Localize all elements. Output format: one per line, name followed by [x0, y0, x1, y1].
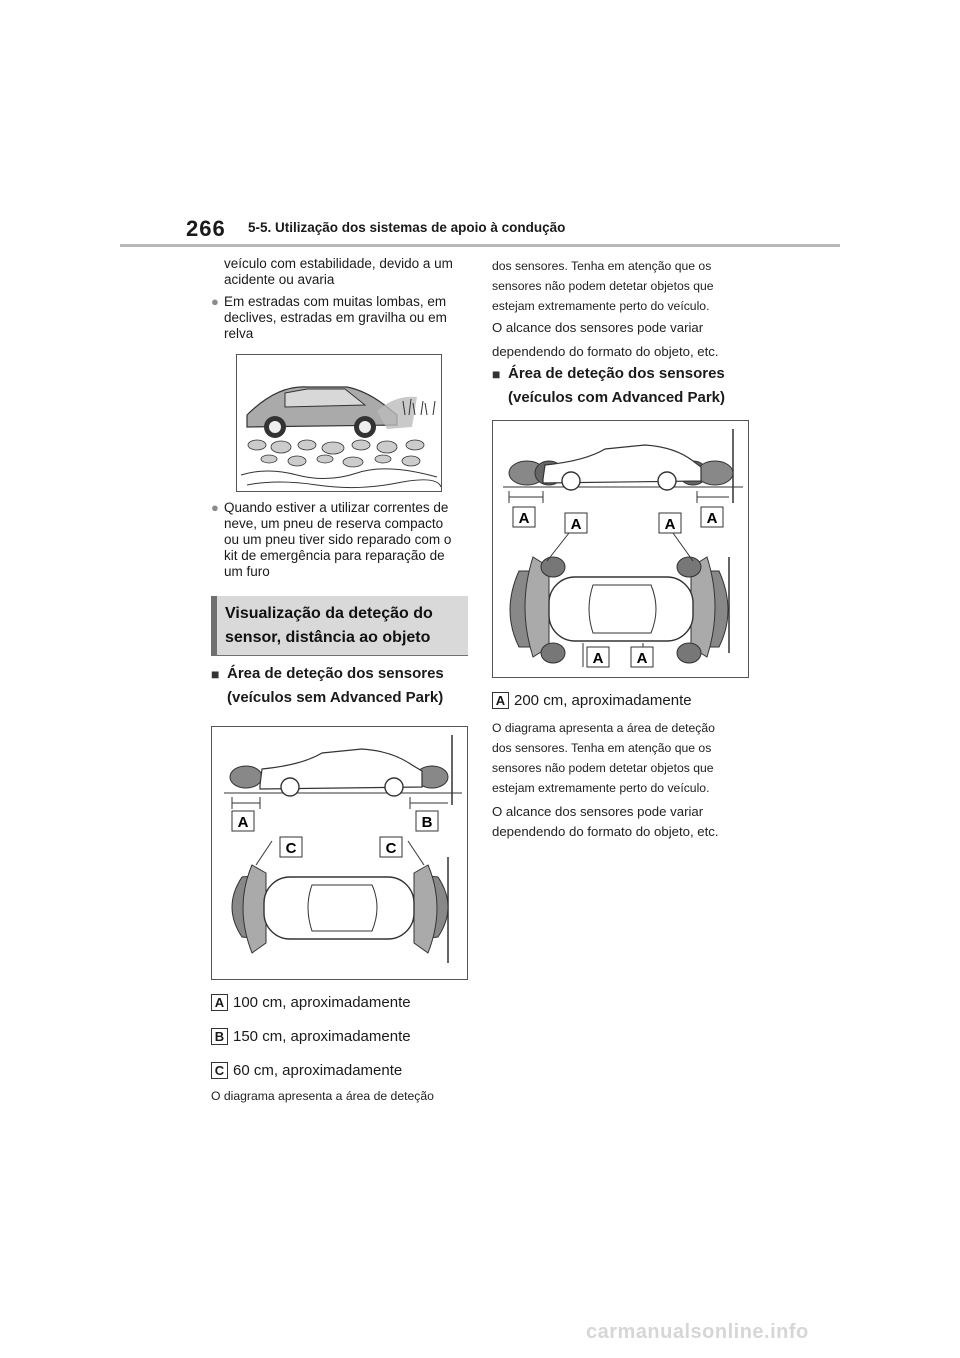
square-bullet-icon: ■ — [492, 366, 501, 382]
text-line: relva — [224, 326, 254, 341]
text-line: O alcance dos sensores pode variar — [492, 804, 704, 819]
text-line: declives, estradas em gravilha ou em — [224, 310, 447, 325]
label-c: C — [386, 840, 397, 857]
text-line: veículo com estabilidade, devido a um — [224, 256, 453, 271]
bullet-dot-icon: ● — [211, 294, 219, 309]
text-line: O diagrama apresenta a área de deteção — [492, 721, 715, 735]
label-a: A — [707, 510, 718, 527]
legend-advanced: A 200 cm, aproximadamente — [492, 690, 692, 710]
text-line: kit de emergência para reparação de — [224, 548, 445, 563]
range-note: O alcance dos sensores pode variar depen… — [492, 318, 752, 362]
watermark: carmanualsonline.info — [586, 1321, 809, 1343]
figure-sensor-area-advanced-park: A A A A A A — [492, 420, 749, 678]
subheading-with-advanced-park: ■ Área de deteção dos sensores (veículos… — [492, 362, 754, 410]
legend-key-b: B — [211, 1027, 228, 1045]
legend-item: B 150 cm, aproximadamente — [211, 1026, 411, 1046]
legend-item: A 200 cm, aproximadamente — [492, 690, 692, 710]
diagram-note-start: O diagrama apresenta a área de deteção — [211, 1089, 434, 1103]
page-number: 266 — [186, 216, 226, 241]
label-a: A — [238, 814, 249, 831]
label-b: B — [422, 814, 433, 831]
figure-rough-terrain — [236, 354, 442, 492]
legend-text: 150 cm, aproximadamente — [233, 1027, 411, 1045]
heading-line: Visualização da deteção do — [225, 605, 433, 622]
legend-item: A 100 cm, aproximadamente — [211, 992, 411, 1012]
heading-line: sensor, distância ao objeto — [225, 629, 431, 646]
label-a: A — [637, 650, 648, 667]
text-line: estejam extremamente perto do veículo. — [492, 299, 710, 313]
diagram-note: O diagrama apresenta a área de deteção d… — [492, 718, 752, 798]
legend-key-a: A — [492, 691, 509, 709]
text-line: ou um pneu tiver sido reparado com o — [224, 532, 452, 547]
text-line: Quando estiver a utilizar correntes de — [224, 500, 449, 515]
legend-text: 60 cm, aproximadamente — [233, 1061, 403, 1079]
text-line: dependendo do formato do objeto, etc. — [492, 344, 719, 359]
label-a: A — [571, 516, 582, 533]
subheading-without-advanced-park: ■ Área de deteção dos sensores (veículos… — [211, 662, 473, 710]
text-line: dependendo do formato do objeto, etc. — [492, 824, 719, 839]
rough-terrain-illustration — [240, 386, 441, 489]
text-line: sensores não podem detetar objetos que — [492, 761, 714, 775]
paragraph-continuation: veículo com estabilidade, devido a um ac… — [224, 256, 474, 288]
diagram-note-continuation: dos sensores. Tenha em atenção que os se… — [492, 256, 752, 316]
bullet-snow-chains: ● Quando estiver a utilizar correntes de… — [211, 500, 473, 580]
legend-text: 100 cm, aproximadamente — [233, 993, 411, 1011]
legend-standard: A 100 cm, aproximadamente B 150 cm, apro… — [211, 992, 411, 1080]
text-line: acidente ou avaria — [224, 272, 335, 287]
square-bullet-icon: ■ — [211, 666, 220, 682]
legend-item: C 60 cm, aproximadamente — [211, 1060, 411, 1080]
header-rule — [120, 244, 840, 247]
text-line: neve, um pneu de reserva compacto — [224, 516, 444, 531]
range-note-2: O alcance dos sensores pode variar depen… — [492, 802, 752, 842]
text-line: O alcance dos sensores pode variar — [492, 320, 704, 335]
section-title: 5-5. Utilização dos sistemas de apoio à … — [248, 220, 566, 235]
bullet-dot-icon: ● — [211, 500, 219, 515]
label-a: A — [519, 510, 530, 527]
legend-text: 200 cm, aproximadamente — [514, 691, 692, 709]
label-a: A — [665, 516, 676, 533]
text-line: Em estradas com muitas lombas, em — [224, 294, 447, 309]
subheading-line: (veículos com Advanced Park) — [508, 389, 726, 406]
text-line: um furo — [224, 564, 270, 579]
subheading-line: Área de deteção dos sensores — [227, 665, 444, 682]
sensor-area-standard-illustration: A B C C — [224, 735, 462, 963]
text-line: dos sensores. Tenha em atenção que os — [492, 741, 712, 755]
subheading-line: (veículos sem Advanced Park) — [227, 689, 444, 706]
label-c: C — [286, 840, 297, 857]
sensor-area-advanced-illustration: A A A A A A — [503, 429, 743, 668]
bullet-rough-roads: ● Em estradas com muitas lombas, em decl… — [211, 294, 473, 342]
text-line: dos sensores. Tenha em atenção que os — [492, 259, 712, 273]
text-line: estejam extremamente perto do veículo. — [492, 781, 710, 795]
text-line: sensores não podem detetar objetos que — [492, 279, 714, 293]
legend-key-c: C — [211, 1061, 228, 1079]
legend-key-a: A — [211, 993, 228, 1011]
section-heading-box: Visualização da deteção do sensor, distâ… — [211, 596, 468, 656]
subheading-line: Área de deteção dos sensores — [508, 365, 725, 382]
figure-sensor-area-standard: A B C C — [211, 726, 468, 980]
label-a: A — [593, 650, 604, 667]
